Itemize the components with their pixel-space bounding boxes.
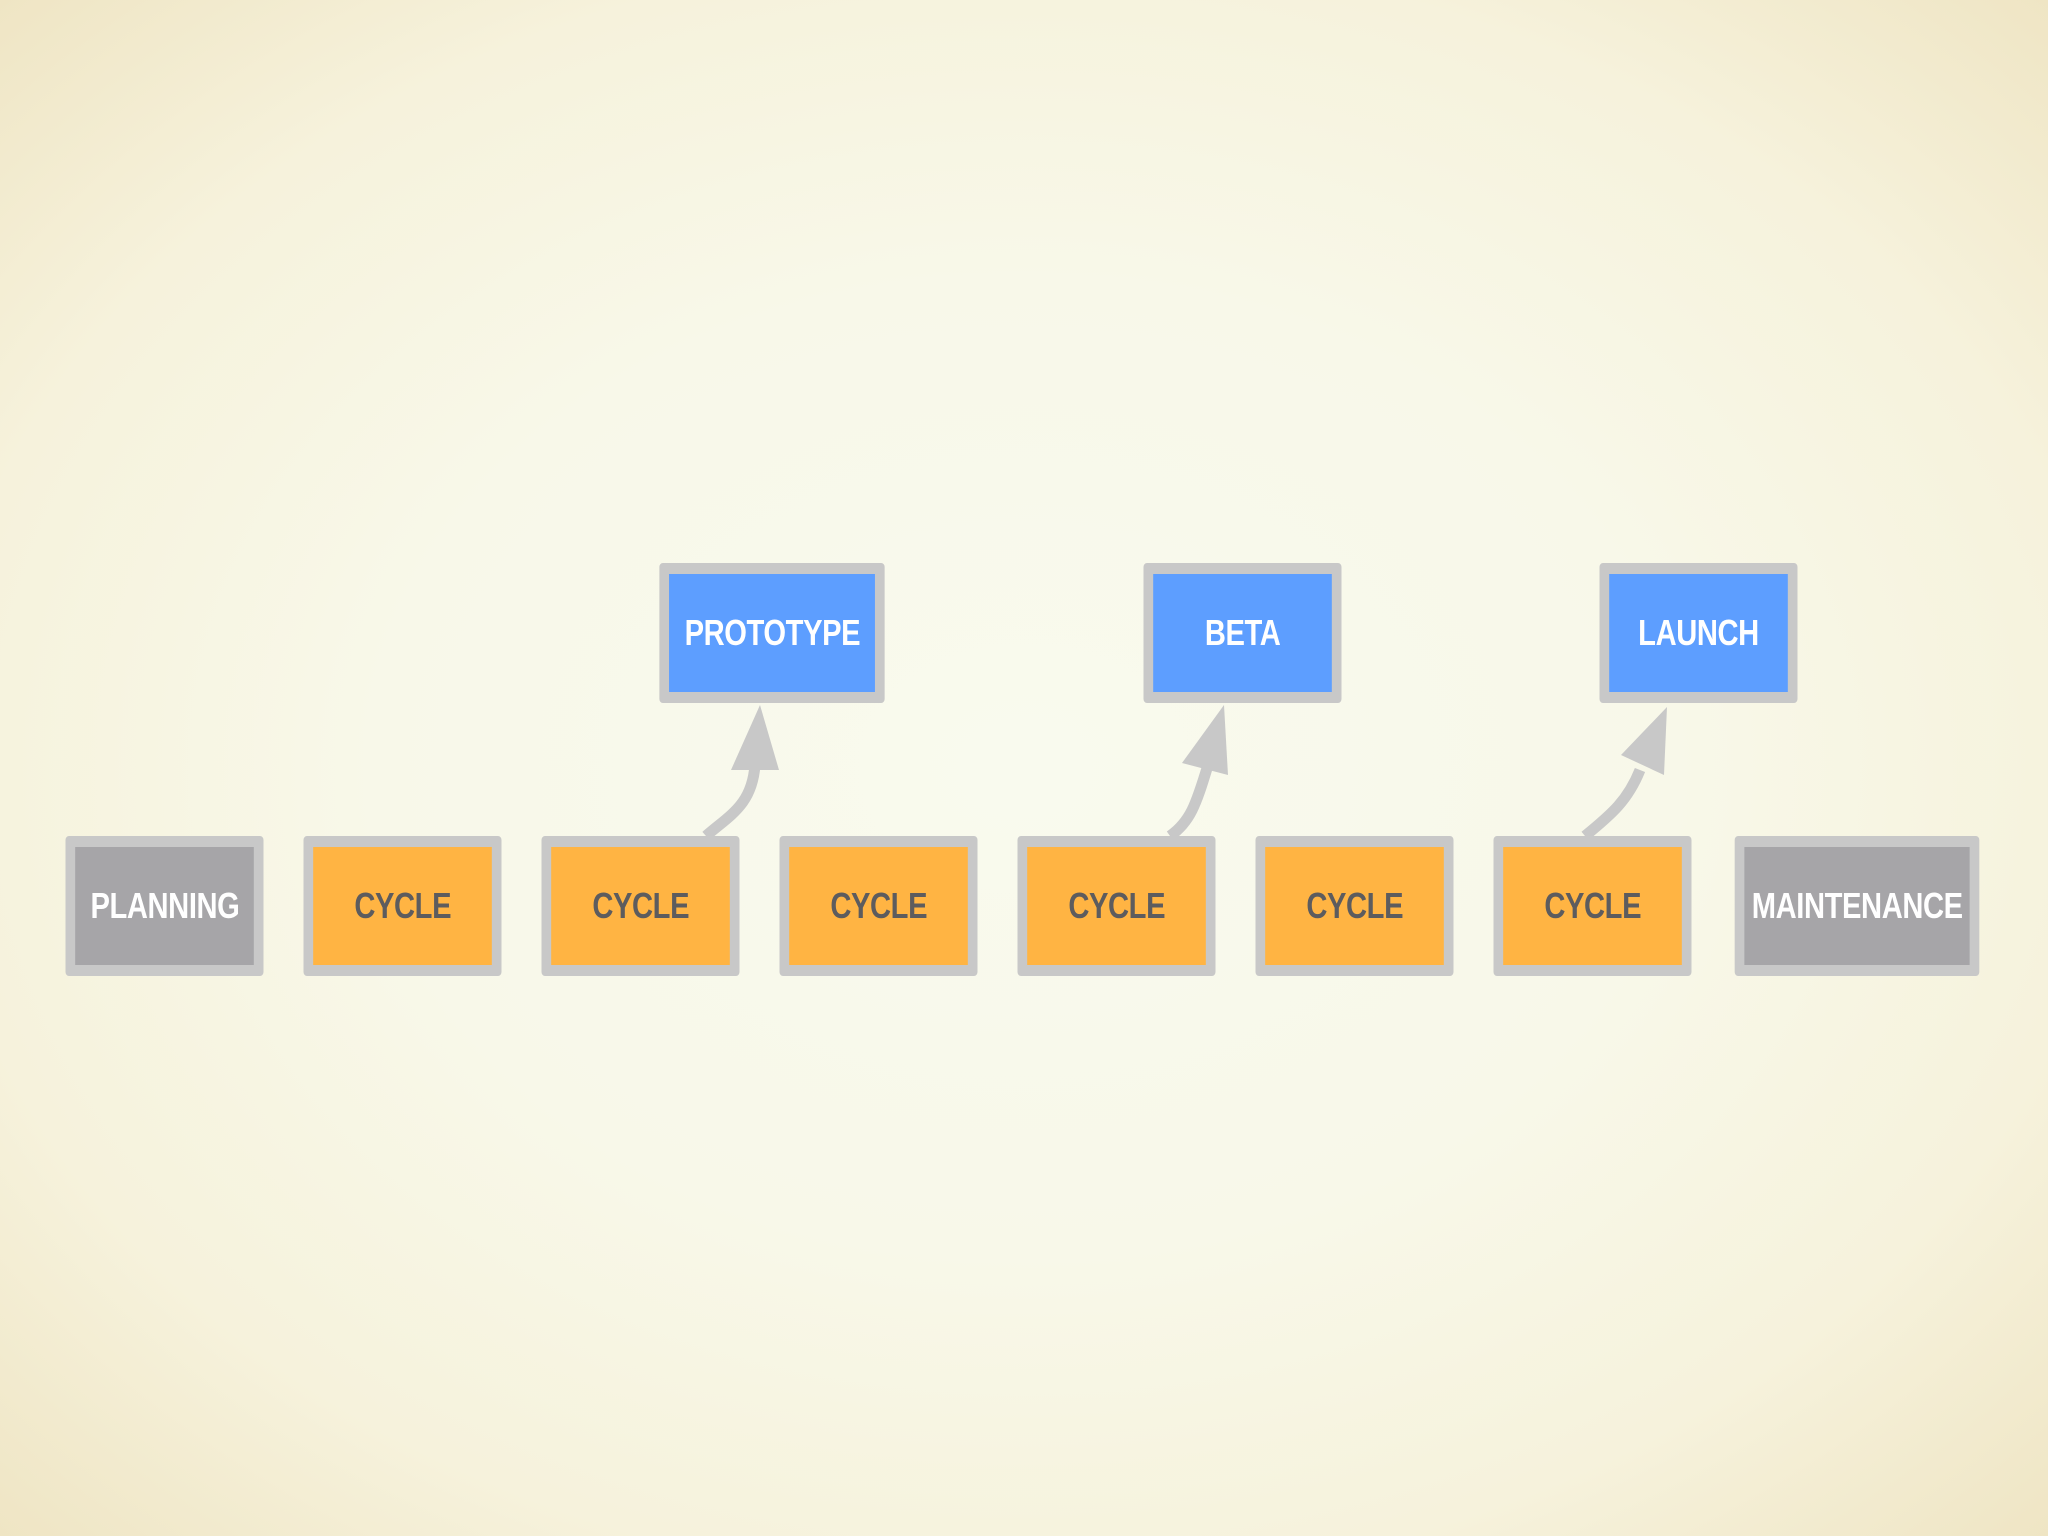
arrow-to-beta [1166,763,1214,841]
phase-label: CYCLE [830,885,927,926]
arrow-to-prototype [702,764,761,841]
milestone-launch: LAUNCH [1599,563,1798,703]
phase-maintenance: MAINTENANCE [1734,836,1980,976]
phase-cycle-3: CYCLE [779,836,978,976]
phase-cycle-6: CYCLE [1493,836,1692,976]
phase-cycle-5: CYCLE [1255,836,1454,976]
arrowhead-beta [1182,705,1228,775]
milestone-prototype: PROTOTYPE [659,563,885,703]
phase-label: CYCLE [1068,885,1165,926]
milestone-label: PROTOTYPE [684,612,860,653]
phase-cycle-1: CYCLE [303,836,502,976]
phase-label: CYCLE [1544,885,1641,926]
phase-cycle-4: CYCLE [1017,836,1216,976]
phase-label: CYCLE [592,885,689,926]
phase-label: CYCLE [354,885,451,926]
phase-label: PLANNING [90,885,239,926]
phase-planning: PLANNING [65,836,264,976]
phase-label: MAINTENANCE [1751,885,1963,926]
milestone-label: LAUNCH [1638,612,1759,653]
arrow-to-launch [1581,767,1646,841]
arrowhead-launch [1621,707,1667,775]
phase-cycle-2: CYCLE [541,836,740,976]
phase-label: CYCLE [1306,885,1403,926]
arrowhead-prototype [731,705,779,770]
milestone-label: BETA [1204,612,1281,653]
milestone-beta: BETA [1143,563,1342,703]
